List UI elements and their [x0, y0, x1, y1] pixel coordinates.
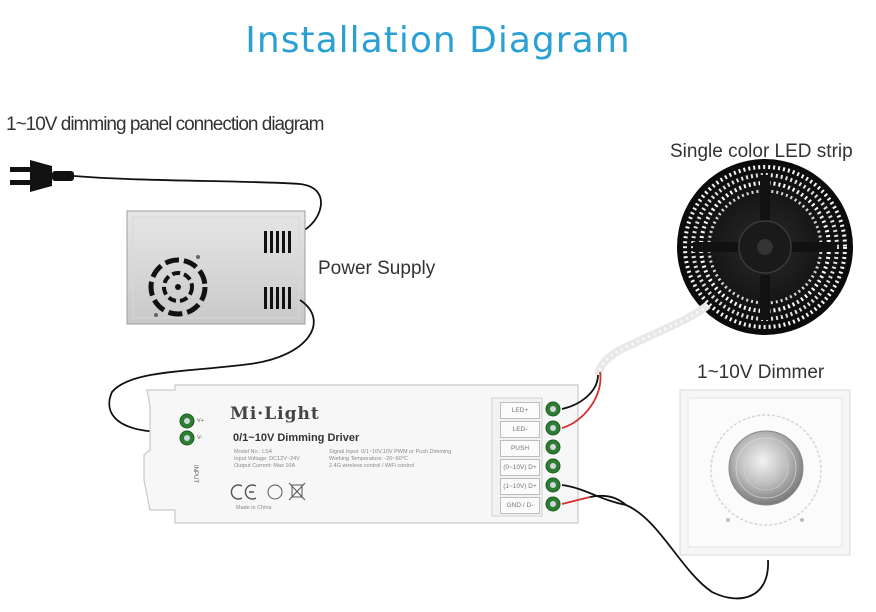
led-strip-tail	[594, 301, 711, 376]
vent-slots-top	[264, 231, 291, 253]
driver-brand-logo: Mi·Light	[230, 404, 320, 424]
led-strip-label: Single color LED strip	[670, 141, 853, 162]
dc-wire	[108, 299, 315, 433]
terminal-label: LED-	[500, 421, 540, 438]
power-plug-icon	[10, 160, 74, 192]
dimmer-knob-icon	[728, 430, 804, 506]
driver-spec-left: Model No.: LS4 Input Voltage: DC12V~24V …	[234, 449, 300, 470]
mains-wire	[73, 175, 322, 233]
led-strip-reel-icon	[677, 159, 853, 335]
terminal-label: (1~10V) D+	[500, 478, 540, 495]
driver-working-temp: Working Temperature: -20~60°C	[329, 456, 408, 462]
fan-vent-icon	[148, 257, 208, 317]
terminal-label: (0~10V) D+	[500, 459, 540, 476]
vent-slots-bottom	[264, 287, 291, 309]
led-output-wire	[561, 374, 599, 410]
driver-model: Model No.: LS4	[234, 449, 272, 455]
input-plus-label: V+	[197, 418, 204, 424]
terminal-label: GND / D-	[500, 497, 540, 514]
terminal-label: PUSH	[500, 440, 540, 457]
driver-wireless: 2.4G wireless control / WiFi control	[329, 463, 414, 469]
driver-made-in: Made in China	[236, 505, 272, 511]
dimmer-label: 1~10V Dimmer	[697, 362, 825, 383]
input-minus-label: V-	[197, 435, 203, 441]
driver-spec-right: Signal Input: 0/1~10V,10V PWM or Push Di…	[329, 449, 451, 470]
driver-input-voltage: Input Voltage: DC12V~24V	[234, 456, 300, 462]
power-supply	[126, 210, 306, 325]
weee-bin-icon	[288, 482, 306, 501]
driver-output-current: Output Current: Max 10A	[234, 463, 296, 469]
driver-signal-input: Signal Input: 0/1~10V,10V PWM or Push Di…	[329, 449, 452, 455]
dimmer-panel	[679, 389, 851, 556]
diagram-title: Installation Diagram	[245, 20, 631, 61]
input-label: INPUT	[192, 465, 198, 483]
terminal-label: LED+	[500, 402, 540, 419]
power-supply-label: Power Supply	[318, 258, 436, 279]
ce-mark-icon	[230, 484, 257, 500]
diagram-subtitle: 1~10V dimming panel connection diagram	[6, 114, 324, 135]
driver-name: 0/1~10V Dimming Driver	[233, 432, 360, 444]
rohs-icon	[267, 484, 283, 500]
output-terminal-block	[545, 401, 561, 512]
